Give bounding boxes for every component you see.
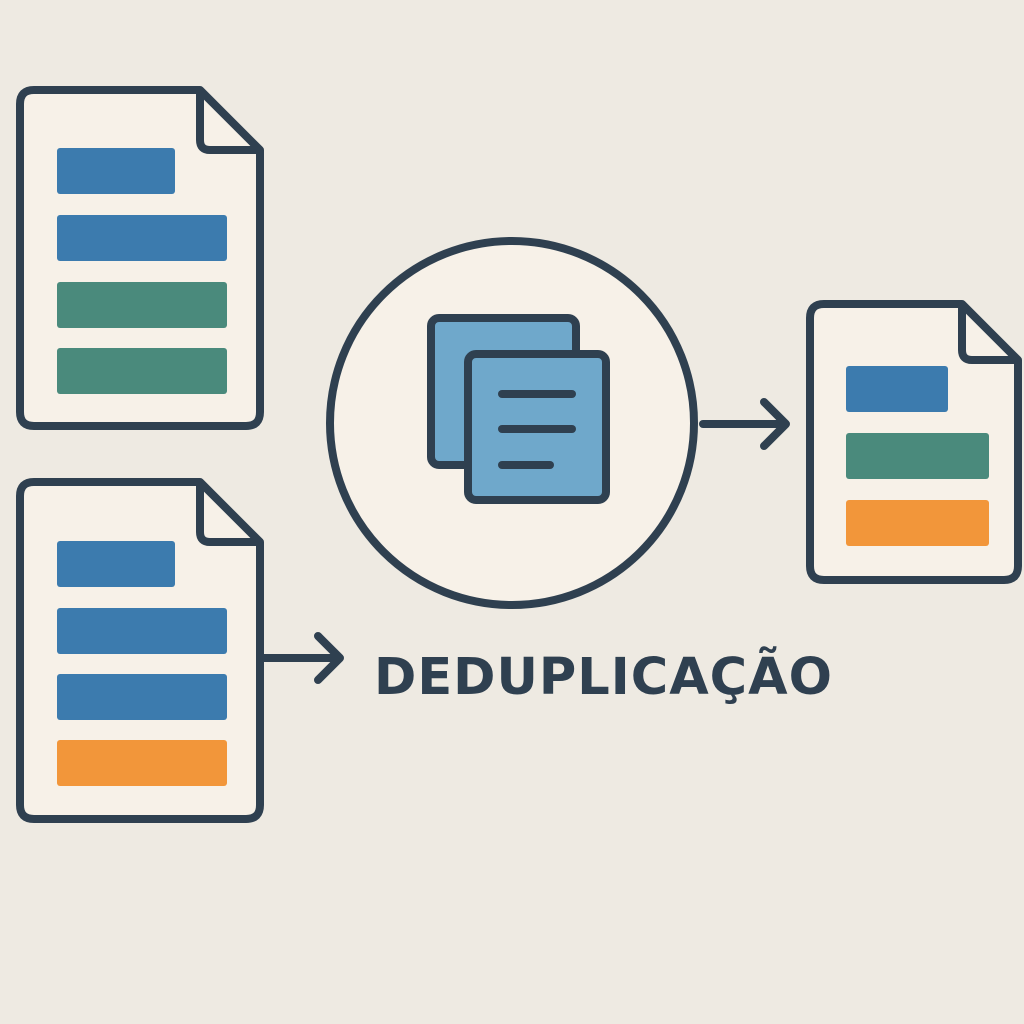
document-row xyxy=(846,500,989,546)
document-row xyxy=(57,348,227,394)
document-row xyxy=(57,608,227,654)
input-document-2 xyxy=(16,478,264,823)
document-row xyxy=(57,674,227,720)
copy-documents-icon xyxy=(427,314,610,504)
arrow-right-icon xyxy=(699,398,790,450)
folded-corner-icon xyxy=(196,482,260,546)
document-row xyxy=(57,541,175,587)
document-row xyxy=(846,433,989,479)
document-row xyxy=(57,282,227,328)
arrow-right-icon xyxy=(260,632,344,684)
folded-corner-icon xyxy=(196,90,260,154)
output-document xyxy=(806,300,1022,584)
document-row xyxy=(57,740,227,786)
input-document-1 xyxy=(16,86,264,430)
document-row xyxy=(846,366,948,412)
deduplication-process xyxy=(326,237,698,609)
document-row xyxy=(57,215,227,261)
process-label: DEDUPLICAÇÃO xyxy=(374,648,833,707)
folded-corner-icon xyxy=(958,304,1018,364)
document-row xyxy=(57,148,175,194)
